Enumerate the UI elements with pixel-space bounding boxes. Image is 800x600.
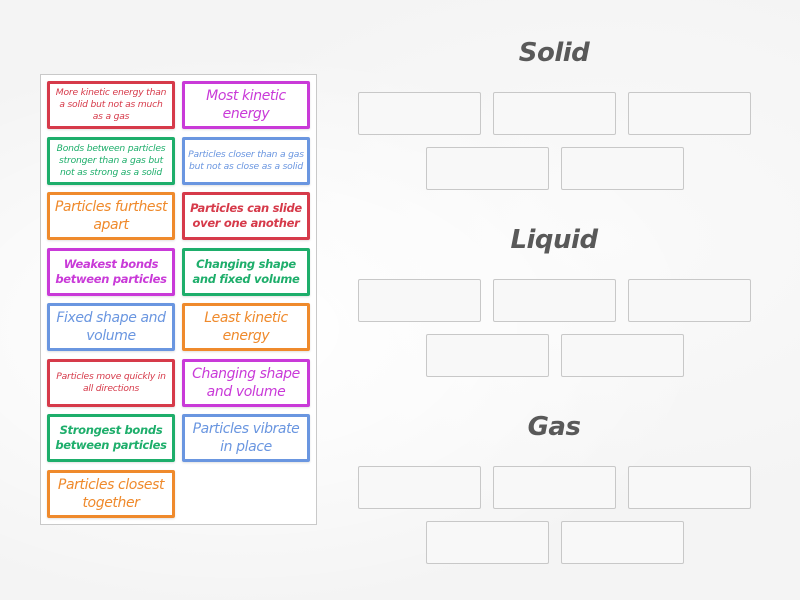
drop-slot-liquid-1[interactable]	[358, 279, 481, 322]
card-fixed-shape-and-volume[interactable]: Fixed shape and volume	[47, 303, 175, 351]
card-label: Strongest bonds between particles	[55, 423, 167, 452]
card-label: Weakest bonds between particles	[55, 256, 167, 286]
card-label: More kinetic energy than a solid but not…	[55, 87, 167, 122]
drop-slot-solid-2[interactable]	[493, 92, 616, 135]
card-label: Changing shape and fixed volume	[192, 256, 300, 286]
card-bank: More kinetic energy than a solid but not…	[40, 74, 317, 525]
card-bonds-between-particles[interactable]: Bonds between particles stronger than a …	[47, 136, 175, 185]
card-changing-shape-fixed-volume[interactable]: Changing shape and fixed volume	[182, 247, 310, 296]
card-particles-closest-together[interactable]: Particles closest together	[47, 469, 175, 518]
card-label: Changing shape and volume	[192, 365, 300, 400]
drop-slot-gas-5[interactable]	[561, 521, 684, 564]
card-weakest-bonds[interactable]: Weakest bonds between particles	[47, 247, 175, 296]
group-title-liquid: Liquid	[510, 225, 598, 255]
card-particles-closer[interactable]: Particles closer than a gas but not as c…	[182, 136, 310, 185]
drop-slot-liquid-3[interactable]	[628, 279, 751, 322]
card-particles-vibrate[interactable]: Particles vibrate in place	[182, 414, 310, 462]
card-label: Particles vibrate in place	[192, 421, 300, 455]
card-particles-furthest-apart[interactable]: Particles furthest apart	[47, 192, 175, 240]
card-label: Least kinetic energy	[204, 310, 288, 344]
card-label: Particles move quickly in all directions	[56, 370, 166, 394]
card-label: Particles closest together	[57, 476, 165, 511]
card-changing-shape-and-volume[interactable]: Changing shape and volume	[182, 358, 310, 407]
drop-slot-liquid-4[interactable]	[426, 334, 549, 377]
drop-slot-gas-2[interactable]	[493, 466, 616, 509]
group-title-gas: Gas	[527, 412, 581, 442]
card-label: Bonds between particles stronger than a …	[56, 142, 166, 178]
card-label: Particles furthest apart	[54, 199, 168, 233]
card-more-kinetic-energy[interactable]: More kinetic energy than a solid but not…	[47, 81, 175, 129]
card-particles-move-quickly[interactable]: Particles move quickly in all directions	[47, 358, 175, 407]
drop-slot-liquid-5[interactable]	[561, 334, 684, 377]
card-label: Most kinetic energy	[206, 88, 286, 122]
drop-slot-gas-3[interactable]	[628, 466, 751, 509]
card-particles-can-slide[interactable]: Particles can slide over one another	[182, 192, 310, 240]
card-least-kinetic-energy[interactable]: Least kinetic energy	[182, 303, 310, 351]
card-label: Particles can slide over one another	[190, 201, 302, 230]
drop-slot-solid-3[interactable]	[628, 92, 751, 135]
drop-slot-solid-4[interactable]	[426, 147, 549, 190]
card-label: Fixed shape and volume	[56, 310, 166, 344]
drop-slot-gas-1[interactable]	[358, 466, 481, 509]
drop-slot-gas-4[interactable]	[426, 521, 549, 564]
card-most-kinetic-energy[interactable]: Most kinetic energy	[182, 81, 310, 129]
drop-slot-solid-1[interactable]	[358, 92, 481, 135]
group-title-solid: Solid	[518, 38, 590, 68]
drop-slot-liquid-2[interactable]	[493, 279, 616, 322]
card-strongest-bonds[interactable]: Strongest bonds between particles	[47, 414, 175, 462]
card-label: Particles closer than a gas but not as c…	[188, 148, 304, 172]
drop-slot-solid-5[interactable]	[561, 147, 684, 190]
